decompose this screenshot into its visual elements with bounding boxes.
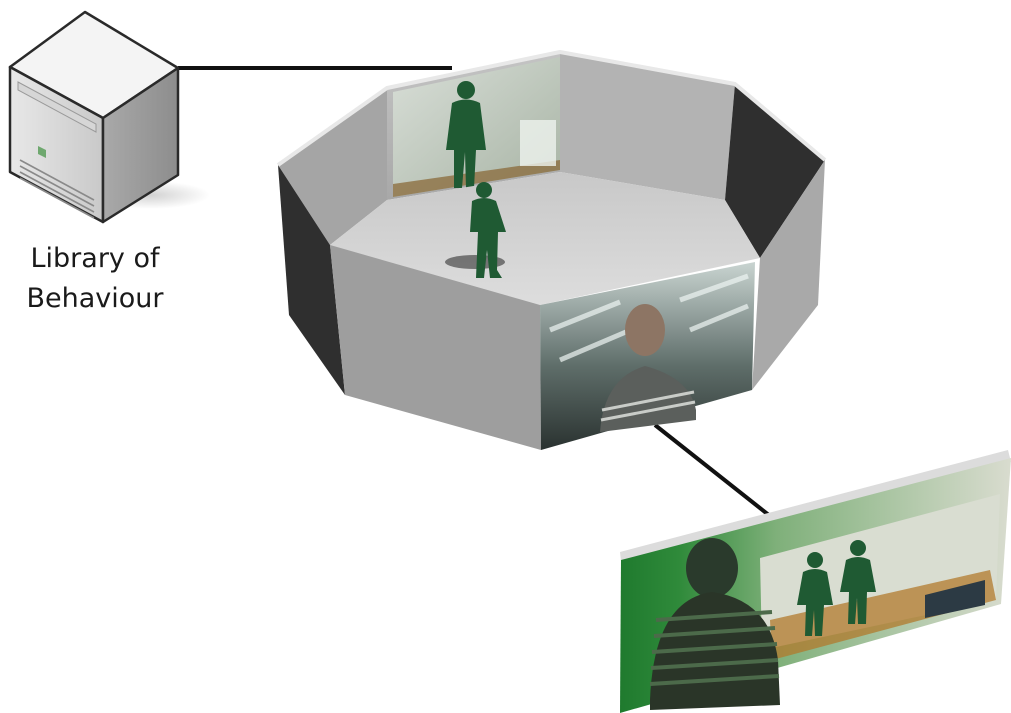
octagonal-immersive-room	[278, 52, 825, 450]
video-display-screen	[620, 450, 1011, 713]
server-label-line-2: Behaviour	[0, 282, 190, 316]
server-tower-icon	[10, 12, 210, 222]
connector-room-to-display	[655, 425, 770, 516]
server-label-line-1: Library of	[0, 242, 190, 276]
